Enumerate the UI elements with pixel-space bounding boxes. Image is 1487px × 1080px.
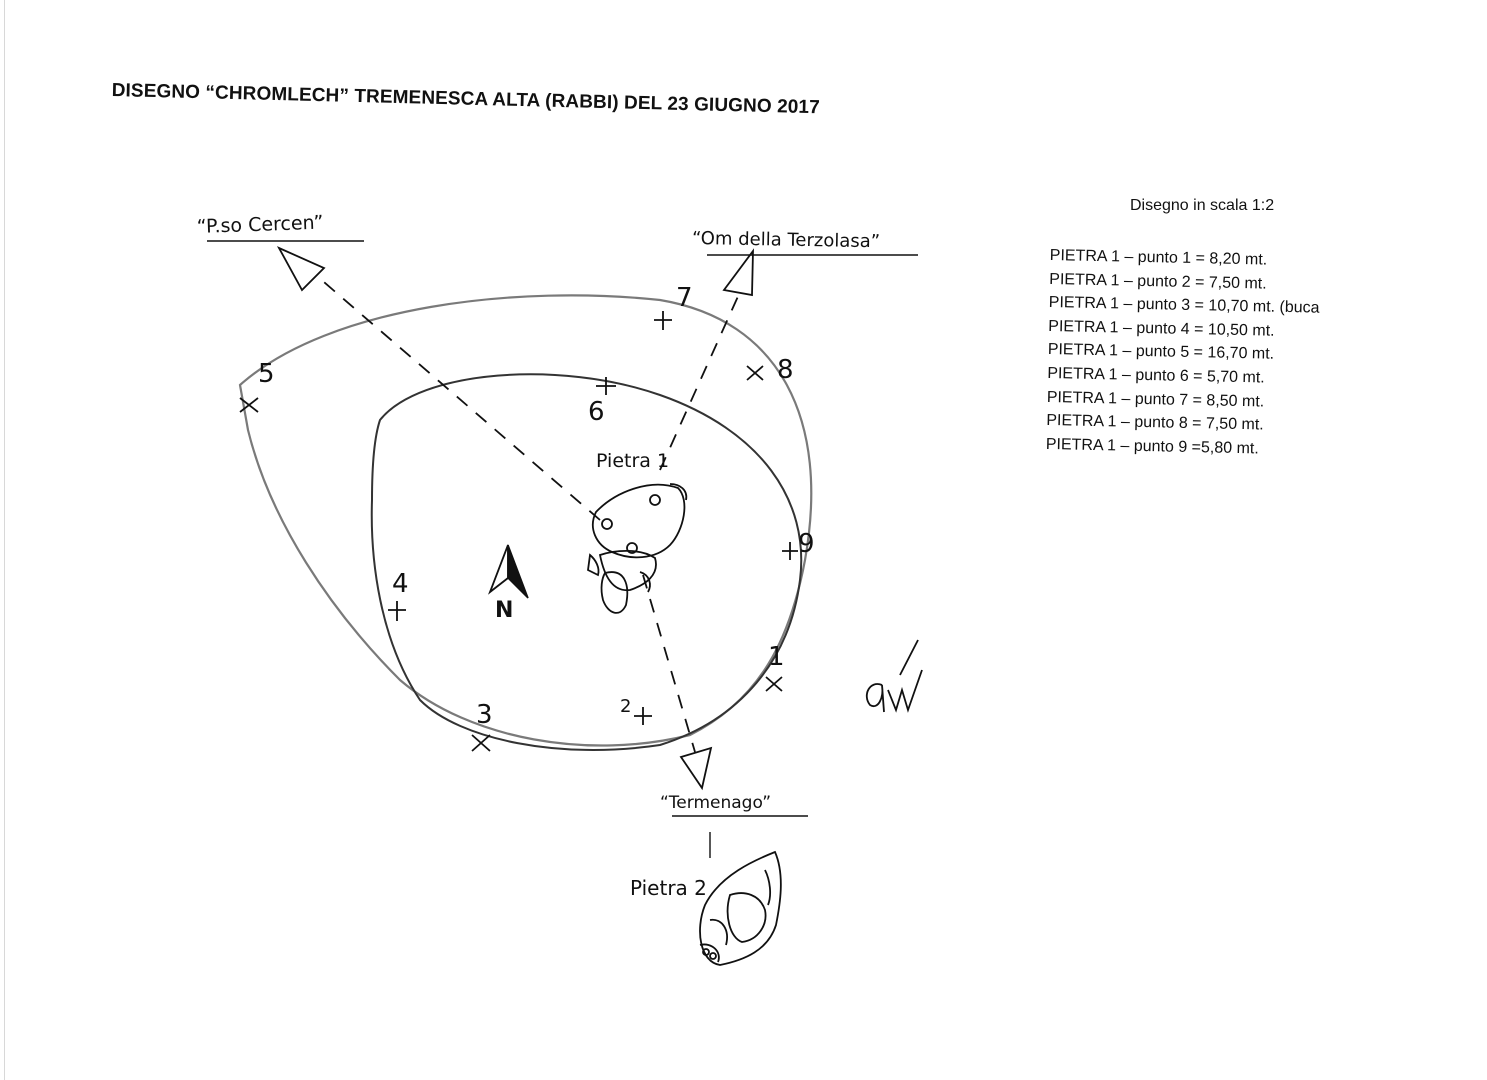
point-label-4: 4 <box>392 569 409 599</box>
label-pietra2: Pietra 2 <box>630 876 707 900</box>
north-arrow: N <box>488 544 529 623</box>
scale-note: Disegno in scala 1:2 <box>1130 197 1275 214</box>
arrow-om-terzolasa-icon <box>722 248 754 297</box>
point-label-5: 5 <box>258 359 275 389</box>
sightlines <box>295 257 745 753</box>
point-marker-8 <box>746 365 764 381</box>
label-pso-cercen: “P.so Cercen” <box>196 212 323 238</box>
sightline-termenago <box>642 574 696 753</box>
pietra2-stone <box>699 850 782 966</box>
point-marker-1 <box>765 676 783 692</box>
point-marker-9 <box>782 542 798 560</box>
label-pietra1: Pietra 1 <box>596 450 669 472</box>
north-arrow-icon <box>488 544 509 595</box>
label-termenago: “Termenago” <box>660 793 771 813</box>
point-labels: 1 2 3 4 5 6 7 8 9 <box>258 283 815 730</box>
point-marker-6 <box>596 377 616 395</box>
point-marker-5 <box>239 397 259 413</box>
arrowheads <box>276 246 754 791</box>
point-label-3: 3 <box>476 700 493 730</box>
point-label-2: 2 <box>620 696 631 717</box>
point-marker-4 <box>388 601 406 621</box>
inner-ring <box>370 373 803 751</box>
point-label-7: 7 <box>676 283 693 313</box>
point-marker-3 <box>471 734 491 752</box>
point-label-6: 6 <box>588 397 605 427</box>
north-label: N <box>495 598 513 623</box>
outer-ring <box>238 294 813 747</box>
point-label-8: 8 <box>777 355 794 385</box>
point-label-9: 9 <box>798 529 815 559</box>
point-label-1: 1 <box>768 642 785 672</box>
label-om-terzolasa: “Om della Terzolasa” <box>692 228 880 252</box>
sightline-pso-cercen <box>295 257 601 521</box>
sightline-om-terzolasa <box>659 282 745 471</box>
signature <box>865 639 923 713</box>
arrow-pso-cercen-icon <box>276 246 326 292</box>
point-marker-2 <box>634 707 652 725</box>
point-markers <box>239 311 798 752</box>
north-arrow-shade <box>507 544 529 599</box>
point-marker-7 <box>654 311 672 330</box>
pietra1-stone <box>587 483 688 614</box>
arrow-termenago-icon <box>679 746 713 791</box>
scan-edge <box>4 0 5 1080</box>
